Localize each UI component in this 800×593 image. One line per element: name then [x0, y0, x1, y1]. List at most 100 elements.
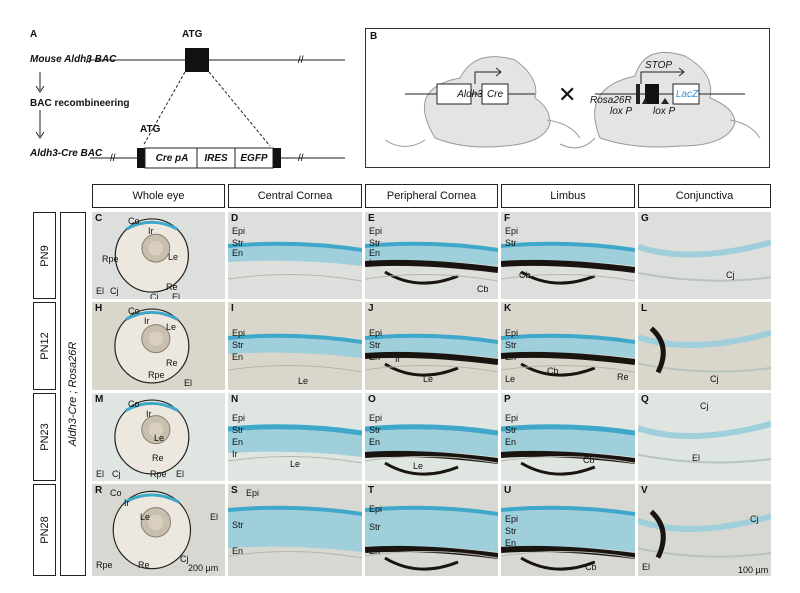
tissue-label: Le: [298, 376, 309, 386]
tissue-label: Str: [369, 238, 381, 248]
tissue-image: [228, 241, 362, 282]
row-label-pn28: PN28: [33, 484, 56, 576]
tissue-image: [638, 326, 771, 374]
row-label-pn9: PN9: [33, 212, 56, 299]
row-label-pn23: PN23: [33, 393, 56, 481]
tissue-label: Epi: [369, 504, 383, 514]
tissue-label: Epi: [505, 514, 519, 524]
tissue-image: [501, 424, 635, 476]
tissue-label: El: [210, 512, 219, 522]
tissue-image: [365, 505, 498, 571]
tissue-label: Co: [128, 306, 140, 316]
tissue-label: Ir: [146, 409, 152, 419]
tissue-label: Rpe: [148, 370, 165, 380]
tissue-label: Re: [166, 358, 178, 368]
aldh3-box-label: Aldh3: [457, 89, 483, 100]
stop-label: STOP: [645, 60, 673, 71]
tissue-label: Cj: [700, 401, 709, 411]
tissue-label: Ir: [148, 226, 154, 236]
tissue-image: [501, 505, 635, 571]
panel-letter: N: [231, 394, 239, 405]
col-header-central-cornea: Central Cornea: [228, 184, 362, 208]
tissue-label: Str: [505, 526, 517, 536]
tissue-label: Co: [128, 216, 140, 226]
tissue-label: En: [505, 437, 517, 447]
tissue-label: En: [369, 248, 381, 258]
tissue-label: El: [96, 286, 105, 296]
tissue-image: [114, 399, 190, 475]
scalebar-100um-label: 100 µm: [738, 565, 769, 575]
tissue-label: Str: [232, 425, 244, 435]
tissue-label: Cb: [585, 562, 597, 572]
segment-ires: IRES: [204, 153, 228, 164]
tissue-label: Str: [232, 238, 244, 248]
tissue-label: El: [692, 453, 701, 463]
row-label-pn12-text: PN12: [38, 332, 51, 360]
tissue-image: [501, 333, 635, 377]
tissue-label: Cb: [547, 366, 559, 376]
panel-letter: I: [231, 303, 234, 314]
atg-bottom-label: ATG: [140, 124, 161, 135]
panel-letter: K: [504, 303, 512, 314]
tissue-label: Le: [413, 461, 424, 471]
tissue-label: Str: [369, 425, 381, 435]
tissue-label: Cb: [519, 270, 531, 280]
panel-letter-a: A: [30, 29, 38, 40]
panel-letter: Q: [641, 394, 649, 405]
col-header-peripheral-cornea: Peripheral Cornea: [365, 184, 498, 208]
tissue-label: Epi: [369, 226, 383, 236]
tissue-label: Ir: [144, 316, 150, 326]
tissue-label: Cj: [110, 286, 119, 296]
tissue-label: Le: [423, 374, 434, 384]
tissue-label: Le: [140, 512, 151, 522]
bac-recombineering-label: BAC recombineering: [30, 98, 130, 109]
panel-letter: L: [641, 303, 648, 314]
genotype-label: Aldh3-Cre ; Rosa26R: [67, 341, 79, 447]
genotype-label-box: Aldh3-Cre ; Rosa26R: [60, 212, 86, 576]
tissue-label: Re: [138, 560, 150, 570]
tissue-label: En: [369, 546, 381, 556]
tissue-label: Str: [505, 340, 517, 350]
panel-b-frame: [365, 28, 770, 168]
tissue-label: El: [96, 469, 105, 479]
tissue-label: Cj: [180, 554, 189, 564]
svg-text://: //: [298, 153, 304, 164]
tissue-label: Ir: [369, 258, 375, 268]
tissue-image: [228, 505, 362, 559]
col-header-conjunctiva: Conjunctiva: [638, 184, 771, 208]
col-header-limbus: Limbus: [501, 184, 635, 208]
tissue-label: En: [369, 352, 381, 362]
scalebar-200um-label: 200 µm: [188, 563, 219, 573]
tissue-label: Ir: [124, 498, 130, 508]
tissue-label: En: [505, 538, 517, 548]
panel-letter: S: [231, 485, 238, 496]
tissue-label: Epi: [369, 328, 383, 338]
tissue-label: Ir: [232, 449, 238, 459]
panel-letter: T: [368, 485, 375, 496]
row-label-pn28-text: PN28: [38, 516, 51, 544]
panel-letter: P: [504, 394, 511, 405]
tissue-label: En: [232, 437, 244, 447]
tissue-label: Epi: [505, 226, 519, 236]
tissue-label: Rpe: [102, 254, 119, 264]
tissue-label: Str: [232, 340, 244, 350]
bac-construct-diagram: // // // //: [35, 48, 345, 169]
panel-letter: O: [368, 394, 376, 405]
tissue-label: Rpe: [150, 469, 167, 479]
tissue-label: En: [505, 352, 517, 362]
tissue-label: Epi: [505, 328, 519, 338]
panel-letter: C: [95, 213, 103, 224]
svg-text://: //: [86, 55, 92, 66]
tissue-label: Rpe: [96, 560, 113, 570]
tissue-label: Str: [369, 340, 381, 350]
panel-letter: U: [504, 485, 512, 496]
rosa26r-label: Rosa26R: [590, 95, 632, 106]
tissue-label: En: [232, 248, 244, 258]
tissue-label: Re: [166, 282, 178, 292]
